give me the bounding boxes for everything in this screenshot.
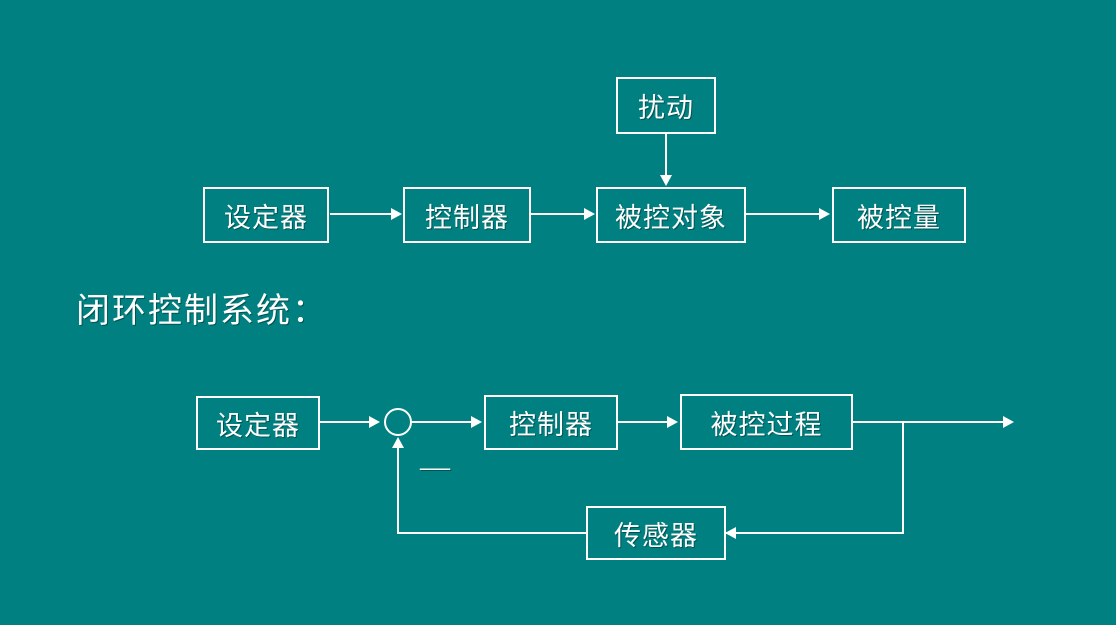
feedback-negative-sign: —: [420, 450, 450, 483]
connector-controller-to-plant: [531, 213, 585, 215]
summing-junction[interactable]: [384, 408, 412, 436]
connector-feedback-riser: [397, 448, 399, 534]
arrowhead-right-summing-junction-icon: [471, 416, 482, 428]
connector-sensor-to-feedback-riser: [397, 532, 586, 534]
block-controlled-process[interactable]: 被控过程: [680, 394, 853, 450]
connector-output-to-sensor: [726, 532, 904, 534]
connector-controller-to-process: [618, 421, 668, 423]
arrowhead-right-setpoint-closed-loop-icon: [369, 416, 380, 428]
connector-process-output: [853, 421, 1005, 423]
connector-summing-junction-to-controller: [412, 421, 472, 423]
arrowhead-right-controller-closed-loop-icon: [667, 416, 678, 428]
block-disturbance[interactable]: 扰动: [616, 77, 716, 134]
arrowhead-up-feedback-icon: [392, 437, 404, 448]
block-setpoint-open-loop[interactable]: 设定器: [203, 187, 329, 243]
section-caption-closed-loop: 闭环控制系统：: [76, 293, 328, 330]
block-controller-open-loop[interactable]: 控制器: [403, 187, 531, 243]
block-sensor[interactable]: 传感器: [586, 506, 726, 560]
block-setpoint-closed-loop[interactable]: 设定器: [196, 396, 320, 450]
connector-disturbance-to-plant: [665, 134, 667, 178]
connector-setpoint-to-summing-junction: [320, 421, 370, 423]
arrowhead-right-plant-icon: [819, 208, 830, 220]
connector-plant-to-controlled-variable: [746, 213, 820, 215]
arrowhead-right-controller-open-loop-icon: [584, 208, 595, 220]
block-controlled-variable[interactable]: 被控量: [832, 187, 966, 243]
arrowhead-down-disturbance-icon: [660, 175, 672, 186]
connector-output-tap-down: [902, 421, 904, 534]
connector-setpoint-to-controller-open-loop: [330, 213, 392, 215]
block-plant[interactable]: 被控对象: [596, 187, 746, 243]
block-controller-closed-loop[interactable]: 控制器: [484, 395, 618, 450]
arrowhead-right-setpoint-open-loop-icon: [391, 208, 402, 220]
arrowhead-left-sensor-input-icon: [725, 527, 736, 539]
arrowhead-right-process-output-icon: [1003, 416, 1014, 428]
